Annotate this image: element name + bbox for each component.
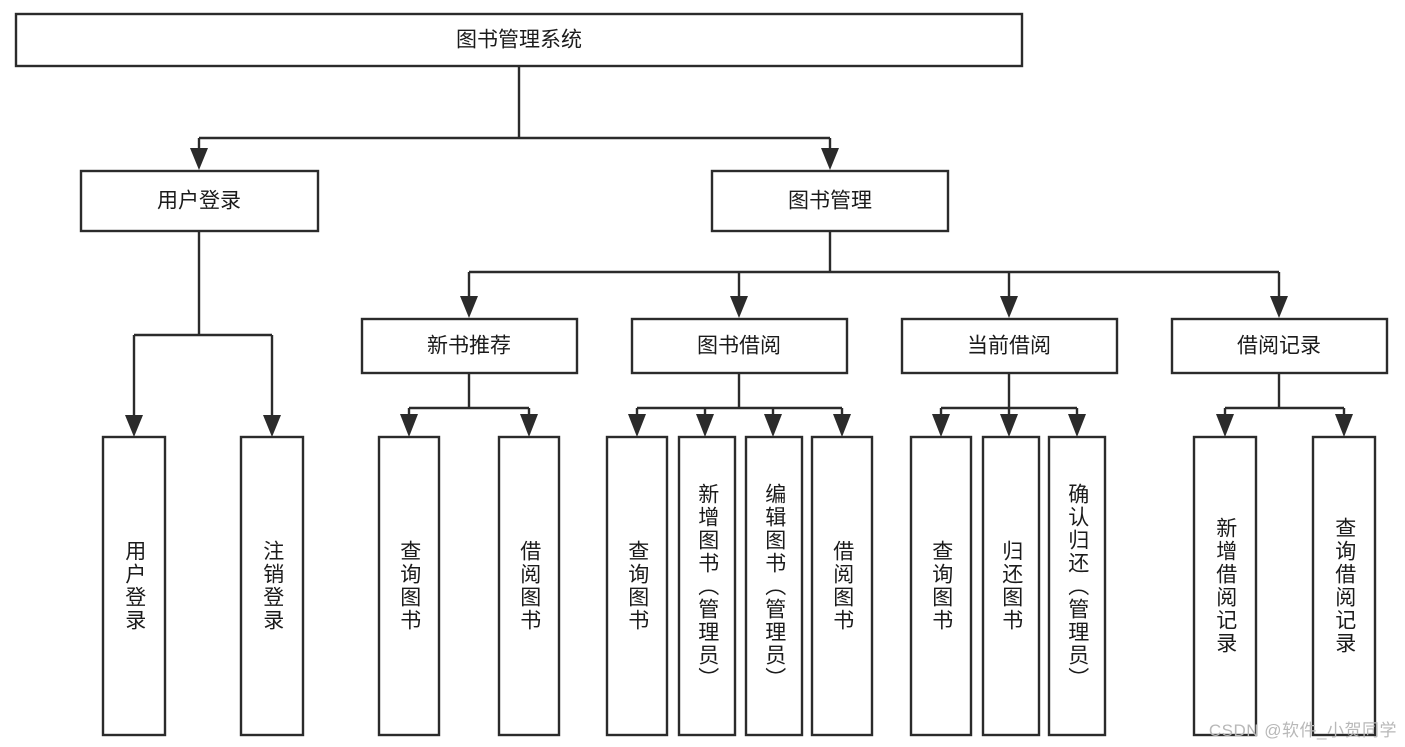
- node-book-borrow-label: 图书借阅: [697, 335, 781, 358]
- arrow-current-borrow-c2: [1000, 414, 1018, 437]
- arrow-new-book-c2: [520, 414, 538, 437]
- arrow-to-borrow-record: [1270, 296, 1288, 318]
- arrow-user-login-child1: [125, 415, 143, 437]
- arrow-book-borrow-c4: [833, 414, 851, 437]
- arrow-borrow-record-c1: [1216, 414, 1234, 437]
- node-borrow-record-box[interactable]: [1170, 317, 1389, 375]
- leaf-box-book-borrow-3[interactable]: [810, 435, 874, 737]
- leaf-box-book-borrow-2[interactable]: [744, 435, 804, 737]
- connector-group: [125, 66, 1353, 437]
- arrow-current-borrow-c1: [932, 414, 950, 437]
- leaf-box-new-book-0[interactable]: [377, 435, 441, 737]
- node-book-borrow[interactable]: 图书借阅: [630, 317, 849, 375]
- arrow-book-borrow-c2: [696, 414, 714, 437]
- leaf-box-user-login-1[interactable]: [239, 435, 305, 737]
- leaf-box-borrow-record-0[interactable]: [1192, 435, 1258, 737]
- node-root-box[interactable]: [14, 12, 1024, 68]
- arrow-book-borrow-c1: [628, 414, 646, 437]
- leaf-box-new-book-1[interactable]: [497, 435, 561, 737]
- node-current-borrow-box[interactable]: [900, 317, 1119, 375]
- leaf-box-current-borrow-0[interactable]: [909, 435, 973, 737]
- leaf-box-book-borrow-0[interactable]: [605, 435, 669, 737]
- leaf-box-current-borrow-2[interactable]: [1047, 435, 1107, 737]
- node-book-manage-label: 图书管理: [788, 190, 872, 213]
- arrow-to-book-borrow: [730, 296, 748, 318]
- arrow-current-borrow-c3: [1068, 414, 1086, 437]
- arrow-to-user-login: [190, 148, 208, 170]
- arrow-book-borrow-c3: [764, 414, 782, 437]
- arrow-to-new-book: [460, 296, 478, 318]
- node-user-login-label: 用户登录: [157, 190, 241, 213]
- arrow-to-book-manage: [821, 148, 839, 170]
- leaf-box-user-login-0[interactable]: [101, 435, 167, 737]
- leaf-box-borrow-record-1[interactable]: [1311, 435, 1377, 737]
- node-current-borrow-label: 当前借阅: [967, 335, 1051, 358]
- watermark-text: CSDN @软件_小贺同学: [1208, 721, 1397, 740]
- arrow-borrow-record-c2: [1335, 414, 1353, 437]
- arrow-to-current-borrow: [1000, 296, 1018, 318]
- leaf-box-current-borrow-1[interactable]: [981, 435, 1041, 737]
- node-root-label: 图书管理系统: [456, 29, 582, 52]
- node-book-manage-box[interactable]: [710, 169, 950, 233]
- node-root[interactable]: 图书管理系统: [14, 12, 1024, 68]
- leaf-box-group: [101, 435, 1377, 737]
- arrow-new-book-c1: [400, 414, 418, 437]
- node-current-borrow[interactable]: 当前借阅: [900, 317, 1119, 375]
- arrow-user-login-child2: [263, 415, 281, 437]
- node-new-book-recommend[interactable]: 新书推荐: [360, 317, 579, 375]
- node-user-login-box[interactable]: [79, 169, 320, 233]
- node-new-book-recommend-label: 新书推荐: [427, 335, 511, 358]
- node-book-borrow-box[interactable]: [630, 317, 849, 375]
- node-book-manage[interactable]: 图书管理: [710, 169, 950, 233]
- leaf-box-book-borrow-1[interactable]: [677, 435, 737, 737]
- node-borrow-record[interactable]: 借阅记录: [1170, 317, 1389, 375]
- node-user-login[interactable]: 用户登录: [79, 169, 320, 233]
- node-new-book-recommend-box[interactable]: [360, 317, 579, 375]
- node-borrow-record-label: 借阅记录: [1237, 335, 1321, 358]
